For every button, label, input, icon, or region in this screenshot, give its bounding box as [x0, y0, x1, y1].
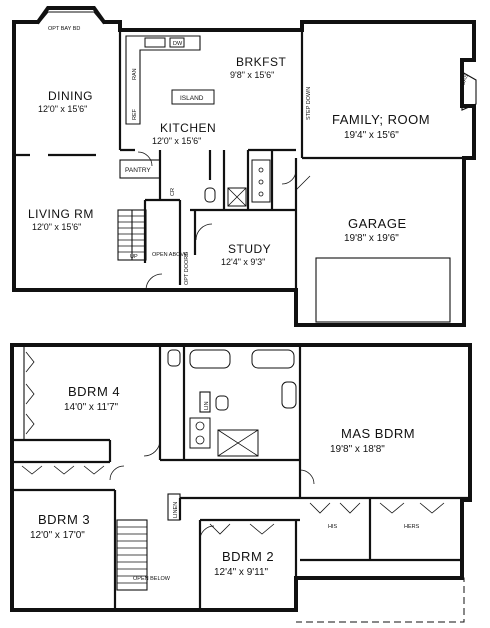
gas-label: GAS [460, 73, 470, 86]
family-room-name: FAMILY; ROOM [332, 112, 430, 127]
second-floor: LIN LINEN OPEN BELOW BDRM 4 14'0" x 11'7… [10, 343, 472, 623]
bdrm3-dims: 12'0" x 17'0" [30, 530, 85, 541]
first-floor-exterior-wall [12, 6, 476, 327]
bdrm4-closet [23, 345, 36, 441]
open-above-label: OPEN ABOVE [152, 252, 188, 258]
open-below-label: OPEN BELOW [133, 576, 171, 582]
step-down-label: STEP DOWN [306, 87, 312, 120]
study-dims: 12'4" x 9'3" [221, 257, 265, 267]
hall-toilet [167, 349, 181, 367]
dining-dims: 12'0" x 15'6" [38, 104, 87, 114]
pantry-label: PANTRY [125, 167, 151, 174]
second-floor-stairs [116, 519, 148, 591]
powder-toilet [204, 187, 216, 203]
family-room-dims: 19'4" x 15'6" [344, 130, 399, 141]
living-room-dims: 12'0" x 15'6" [32, 222, 81, 232]
bdrm2-closet-doors [209, 523, 275, 535]
bay-window [37, 11, 105, 25]
hers-closet-doors [379, 502, 445, 514]
master-dims: 19'8" x 18'8" [330, 444, 385, 455]
master-bathtub [251, 349, 295, 369]
refrigerator-label: REF [132, 108, 138, 120]
opt-bay-label: OPT BAY BD [48, 26, 80, 32]
kitchen-dims: 12'0" x 15'6" [152, 136, 201, 146]
first-floor-stairs [117, 209, 147, 261]
master-vanity-sink [281, 381, 297, 409]
door-swing-bdrm4 [143, 439, 161, 457]
his-closet-label: HIS [328, 524, 338, 530]
his-closet-doors [309, 502, 361, 514]
living-room-name: LIVING RM [28, 207, 94, 221]
pantry-door-swing [137, 151, 153, 167]
door-swing-family [281, 169, 297, 185]
first-floor: GAS DW RAN REF ISLAND PANTRY UP OPEN ABO… [12, 6, 477, 327]
dishwasher-label: DW [173, 41, 183, 47]
fireplace-gas [461, 71, 477, 111]
laundry-dryer [251, 159, 271, 203]
breakfast-name: BRKFST [236, 55, 287, 69]
kitchen-island [171, 89, 215, 105]
opt-doors-label: OPT DOORS [184, 252, 190, 285]
hall-bathtub [189, 349, 231, 369]
bdrm4-name: BDRM 4 [68, 384, 120, 399]
door-swing-master [299, 469, 315, 485]
island-label: ISLAND [180, 95, 204, 102]
bdrm4-dims: 14'0" x 11'7" [64, 402, 119, 413]
hers-closet-label: HERS [404, 524, 420, 530]
linen-closet-2 [167, 493, 181, 521]
door-swing-bdrm2 [199, 525, 215, 541]
dishwasher [169, 37, 185, 48]
garage-dims: 19'8" x 19'6" [344, 233, 399, 244]
stairs-up-label: UP [130, 254, 138, 260]
linen-closet [199, 391, 211, 413]
garage-door [315, 257, 451, 323]
bdrm2-name: BDRM 2 [222, 549, 274, 564]
garage-name: GARAGE [348, 216, 407, 231]
kitchen-name: KITCHEN [160, 121, 216, 135]
range-label: RAN [132, 68, 138, 80]
dining-name: DINING [48, 89, 93, 103]
master-toilet [215, 395, 229, 411]
pantry [119, 159, 161, 179]
study-name: STUDY [228, 242, 271, 256]
door-swing-study [195, 223, 213, 241]
door-swing-front [145, 273, 163, 291]
kitchen-counter [125, 35, 201, 125]
bdrm3-name: BDRM 3 [38, 512, 90, 527]
kitchen-sink [144, 37, 166, 48]
linen2-label: LINEN [173, 502, 179, 518]
door-swing-bdrm3 [109, 465, 125, 481]
hall-vanity [189, 417, 211, 449]
master-name: MAS BDRM [341, 426, 415, 441]
coat-closet-label: CR [170, 188, 176, 196]
bdrm2-dims: 12'4" x 9'11" [214, 567, 269, 578]
door-swing-garage [295, 175, 311, 191]
breakfast-dims: 9'8" x 15'6" [230, 70, 274, 80]
linen-label: LIN [204, 401, 210, 410]
roof-overhang-line [296, 577, 465, 623]
